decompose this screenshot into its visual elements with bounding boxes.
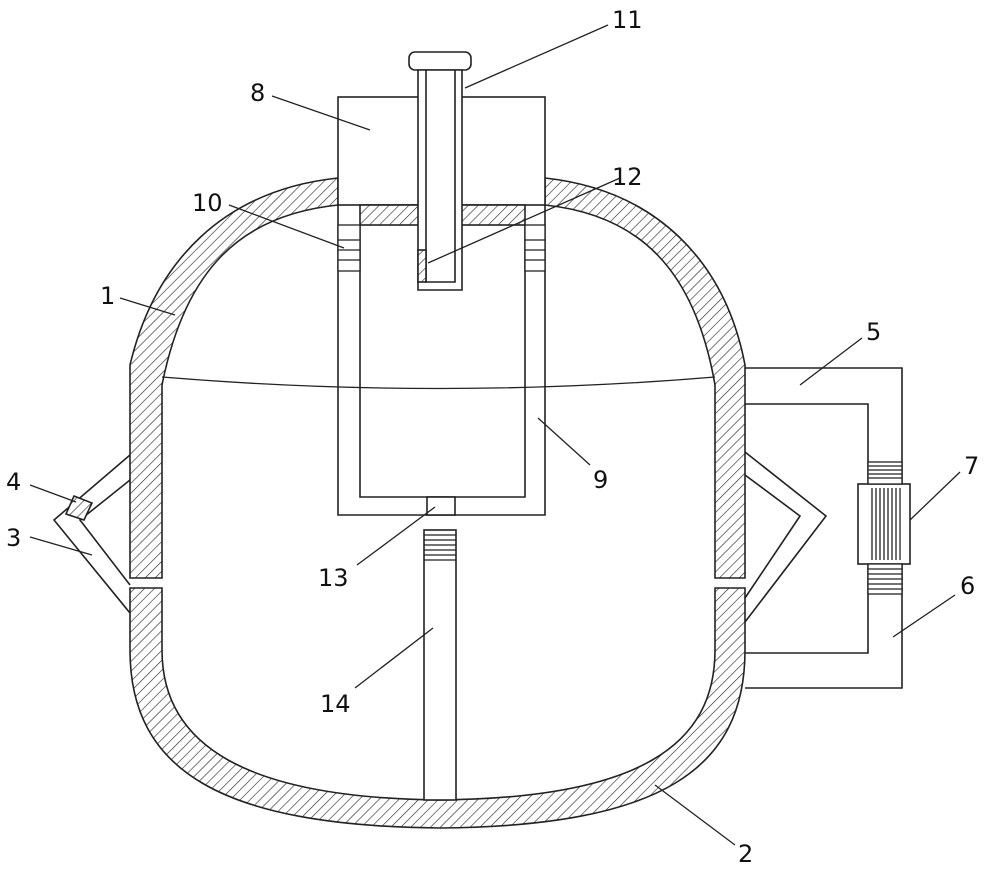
connector-stem	[426, 496, 456, 516]
callout-4: 4	[6, 468, 21, 496]
callout-1: 1	[100, 282, 115, 310]
left-spout	[52, 454, 131, 614]
callout-12: 12	[612, 163, 643, 191]
leader-10	[228, 204, 345, 249]
callout-10: 10	[192, 189, 223, 217]
pipe-inner	[425, 70, 456, 283]
leader-11	[464, 24, 609, 89]
right-spout-outer	[745, 367, 903, 486]
callout-14: 14	[320, 690, 351, 718]
callout-3: 3	[6, 524, 21, 552]
right-spout-inner	[745, 403, 869, 486]
leader-9	[537, 417, 591, 466]
valve-piece	[417, 249, 427, 283]
right-v-tube	[744, 451, 828, 623]
right-spout-outer-lower	[745, 562, 903, 689]
support-rod	[423, 529, 457, 801]
water-line	[161, 376, 716, 390]
rod-threads	[424, 534, 456, 561]
leader-4	[29, 484, 77, 503]
callout-8: 8	[250, 79, 265, 107]
callout-13: 13	[318, 564, 349, 592]
leader-1	[119, 297, 176, 316]
leader-13	[356, 506, 436, 566]
leader-8	[271, 95, 371, 131]
leader-5	[799, 337, 863, 386]
leader-12	[427, 177, 621, 264]
callout-6: 6	[960, 572, 975, 600]
leader-7	[909, 471, 961, 521]
right-spout-inner-lower	[745, 562, 869, 654]
leader-3	[29, 536, 93, 556]
callout-7: 7	[964, 452, 979, 480]
callout-2: 2	[738, 840, 753, 868]
pipe-outer	[417, 69, 463, 291]
leader-6	[892, 594, 956, 638]
leader-14	[354, 627, 434, 689]
leader-2	[654, 784, 736, 846]
pipe-cap	[408, 51, 472, 71]
callout-9: 9	[593, 466, 608, 494]
callout-5: 5	[866, 318, 881, 346]
lower-shell	[129, 587, 746, 829]
filter-block	[64, 494, 94, 521]
callout-11: 11	[612, 6, 643, 34]
coupling-teeth	[867, 461, 903, 595]
seal-rings	[337, 224, 546, 272]
